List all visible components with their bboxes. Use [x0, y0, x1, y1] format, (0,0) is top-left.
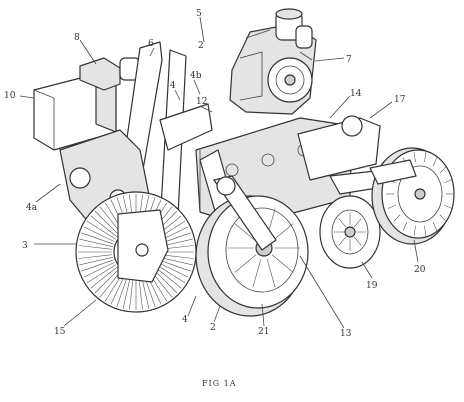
callout-6: 6 [148, 39, 154, 49]
callout-10: 10 [4, 91, 16, 101]
closing-wheel [369, 147, 455, 245]
callout-13: 13 [340, 329, 352, 339]
figure-caption: FIG 1A [202, 379, 237, 388]
callout-4: 4 [170, 81, 176, 91]
hopper-assembly [229, 8, 317, 115]
callout-21: 21 [258, 327, 269, 337]
callout-5: 5 [196, 9, 202, 19]
motor-box [33, 57, 159, 151]
callout-3: 3 [22, 241, 28, 251]
callout-8: 8 [74, 33, 80, 43]
callout-15: 15 [54, 327, 66, 337]
callout-12: 12 [196, 97, 207, 107]
callout-labels: 5 2 7 8 6 4 4b 10 12 14 17 4a 3 15 4 2 2… [4, 9, 426, 339]
callout-14: 14 [350, 89, 362, 99]
leader-lines [19, 16, 419, 329]
callout-20: 20 [414, 265, 426, 275]
callout-4a: 4a [26, 203, 38, 213]
callout-7: 7 [346, 55, 352, 65]
callout-4b: 4b [190, 71, 202, 81]
opener-disc [319, 195, 381, 269]
gauge-wheel [195, 175, 309, 317]
callout-2-top: 2 [198, 41, 204, 51]
callout-17: 17 [394, 95, 406, 105]
callout-2-lower: 2 [210, 323, 216, 333]
frame [59, 41, 391, 237]
callout-4-lower: 4 [182, 315, 188, 325]
callout-19: 19 [366, 281, 378, 291]
bristle-wheel [75, 191, 197, 313]
